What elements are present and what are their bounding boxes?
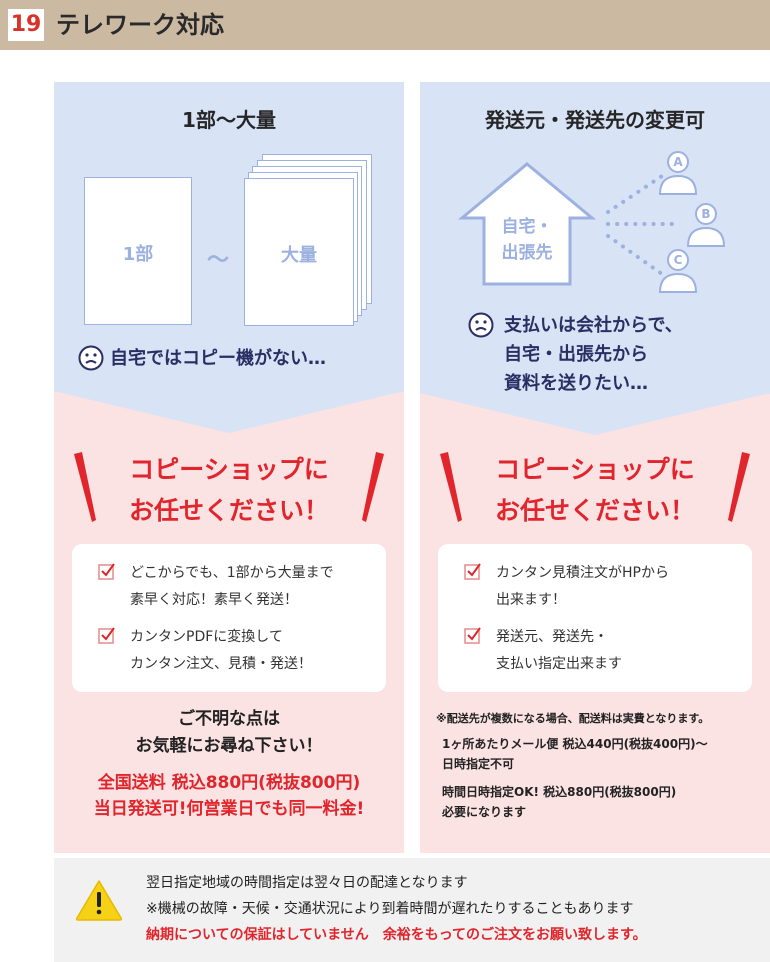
person-c-label: C [674, 253, 683, 267]
benefit-text-line1: カンタンPDFに変換して [130, 629, 283, 645]
warning-icon [75, 880, 123, 921]
left-accent-slash [440, 452, 462, 522]
timed-rate-line1: 時間日時指定OK! 税込880円(税抜800円) [442, 785, 677, 799]
single-sheet-label: 1部 [122, 244, 154, 265]
inquiry-line2: お気軽にお尋ね下さい！ [135, 736, 323, 756]
checkbox-icon [98, 627, 115, 644]
right-accent-slash [728, 452, 750, 522]
person-a-label: A [673, 155, 683, 169]
volume-cta-line2: お任せください！ [128, 496, 329, 525]
person-a-icon: A [658, 151, 698, 195]
single-sheet-icon: 1部 [84, 177, 192, 325]
destination-cta-line2: お任せください！ [494, 496, 695, 525]
house-icon [458, 162, 596, 286]
house-label-line1: 自宅・ [501, 217, 553, 237]
panel-down-arrow [420, 393, 770, 435]
volume-cta-line1: コピーショップに [129, 455, 329, 484]
benefit-text-line2: 素早く対応！素早く発送！ [130, 592, 298, 608]
sad-face-icon [468, 312, 494, 338]
destination-benefits-card: カンタン見積注文がHPから 出来ます！ 発送元、発送先・ 支払い指定出来ます [438, 544, 752, 692]
right-accent-slash [362, 452, 384, 522]
delivery-cost-note: ※配送先が複数になる場合、配送料は実費となります。 [436, 712, 710, 725]
benefit-text-line2: 支払い指定出来ます [496, 656, 622, 672]
benefit-text-line2: 出来ます！ [496, 592, 566, 608]
notice-line3: 納期についての保証はしていません 余裕をもってのご注文をお願い致します。 [146, 927, 647, 943]
benefit-text-line1: 発送元、発送先・ [496, 629, 608, 645]
destination-trouble-line2: 自宅・出張先から [504, 344, 648, 365]
panel-down-arrow [54, 391, 404, 433]
volume-benefits-card: どこからでも、1部から大量まで 素早く対応！素早く発送！ カンタンPDFに変換し… [72, 544, 386, 692]
destination-trouble-line3: 資料を送りたい… [504, 373, 648, 394]
volume-trouble-text: 自宅ではコピー機がない… [110, 348, 326, 369]
checkbox-icon [98, 563, 115, 580]
distribution-dotted-lines [606, 174, 674, 276]
mail-rate-line1: 1ヶ所あたりメール便 税込440円(税抜400円)〜 [442, 737, 708, 751]
left-accent-slash [74, 452, 96, 522]
destination-trouble-line1: 支払いは会社からで、 [504, 315, 683, 336]
section-header: 19 テレワーク対応 [0, 0, 770, 50]
destination-panel: 発送元・発送先の変更可 自宅・ 出張先 A B C 支払いは会社からで、 自宅・… [420, 82, 770, 853]
inquiry-line1: ご不明な点は [178, 709, 280, 729]
volume-panel: 1部〜大量 1部 〜 大量 自宅ではコピー機がない… コピーショップに お任せく… [54, 82, 404, 853]
checkbox-icon [464, 627, 481, 644]
person-c-icon: C [658, 249, 698, 293]
person-b-label: B [701, 207, 710, 221]
notice-line1: 翌日指定地域の時間指定は翌々日の配達となります [146, 875, 468, 891]
benefit-text-line2: カンタン注文、見積・発送！ [130, 656, 312, 672]
shipping-price-text: 全国送料 税込880円(税抜800円) [97, 773, 361, 793]
section-number-badge: 19 [8, 9, 44, 41]
volume-panel-title: 1部〜大量 [182, 108, 276, 132]
house-label-line2: 出張先 [501, 243, 553, 263]
checkbox-icon [464, 563, 481, 580]
stacked-sheet-front-icon: 大量 [244, 178, 354, 326]
destination-cta-line1: コピーショップに [495, 455, 695, 484]
benefit-text-line1: カンタン見積注文がHPから [496, 565, 669, 581]
notice-line2: ※機械の故障・天候・交通状況により到着時間が遅れたりすることもあります [146, 901, 634, 917]
stacked-sheet-label: 大量 [281, 245, 317, 266]
section-title: テレワーク対応 [56, 11, 224, 39]
same-day-shipping-text: 当日発送可!何営業日でも同一料金! [93, 799, 365, 819]
delivery-notice-box: 翌日指定地域の時間指定は翌々日の配達となります ※機械の故障・天候・交通状況によ… [54, 858, 770, 962]
benefit-text-line1: どこからでも、1部から大量まで [130, 565, 334, 581]
sad-face-icon [78, 345, 104, 371]
destination-panel-title: 発送元・発送先の変更可 [485, 108, 705, 132]
person-b-icon: B [686, 203, 726, 247]
timed-rate-line2: 必要になります [442, 805, 527, 819]
range-tilde: 〜 [207, 248, 230, 273]
mail-rate-line2: 日時指定不可 [442, 757, 515, 771]
